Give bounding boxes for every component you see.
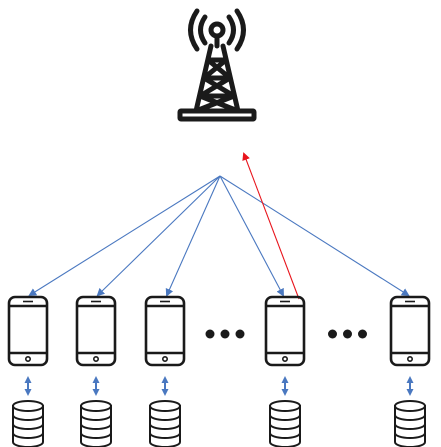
device-5 — [389, 295, 431, 447]
downlink-arrow — [165, 175, 221, 297]
smartphone-icon — [264, 295, 306, 367]
smartphone-icon — [389, 295, 431, 367]
database-icon — [394, 400, 426, 447]
radio-tower-icon — [177, 8, 257, 122]
downlink-arrow — [96, 175, 221, 297]
smartphone-icon — [144, 295, 186, 367]
smartphone-icon — [75, 295, 117, 367]
smartphone-icon — [7, 295, 49, 367]
device-3 — [144, 295, 186, 447]
database-icon — [149, 400, 181, 447]
device-2 — [75, 295, 117, 447]
ellipsis-icon — [328, 329, 367, 339]
database-icon — [12, 400, 44, 447]
uplink-arrow — [242, 152, 300, 300]
downlink-arrow — [219, 175, 410, 297]
link-arrows — [28, 152, 410, 300]
downlink-arrow — [219, 175, 284, 297]
device-row — [7, 295, 431, 447]
ellipsis-group — [205, 329, 367, 339]
downlink-arrow — [28, 175, 221, 297]
database-icon — [80, 400, 112, 447]
device-1 — [7, 295, 49, 447]
device-4 — [264, 295, 306, 447]
database-icon — [269, 400, 301, 447]
ellipsis-icon — [205, 329, 245, 339]
